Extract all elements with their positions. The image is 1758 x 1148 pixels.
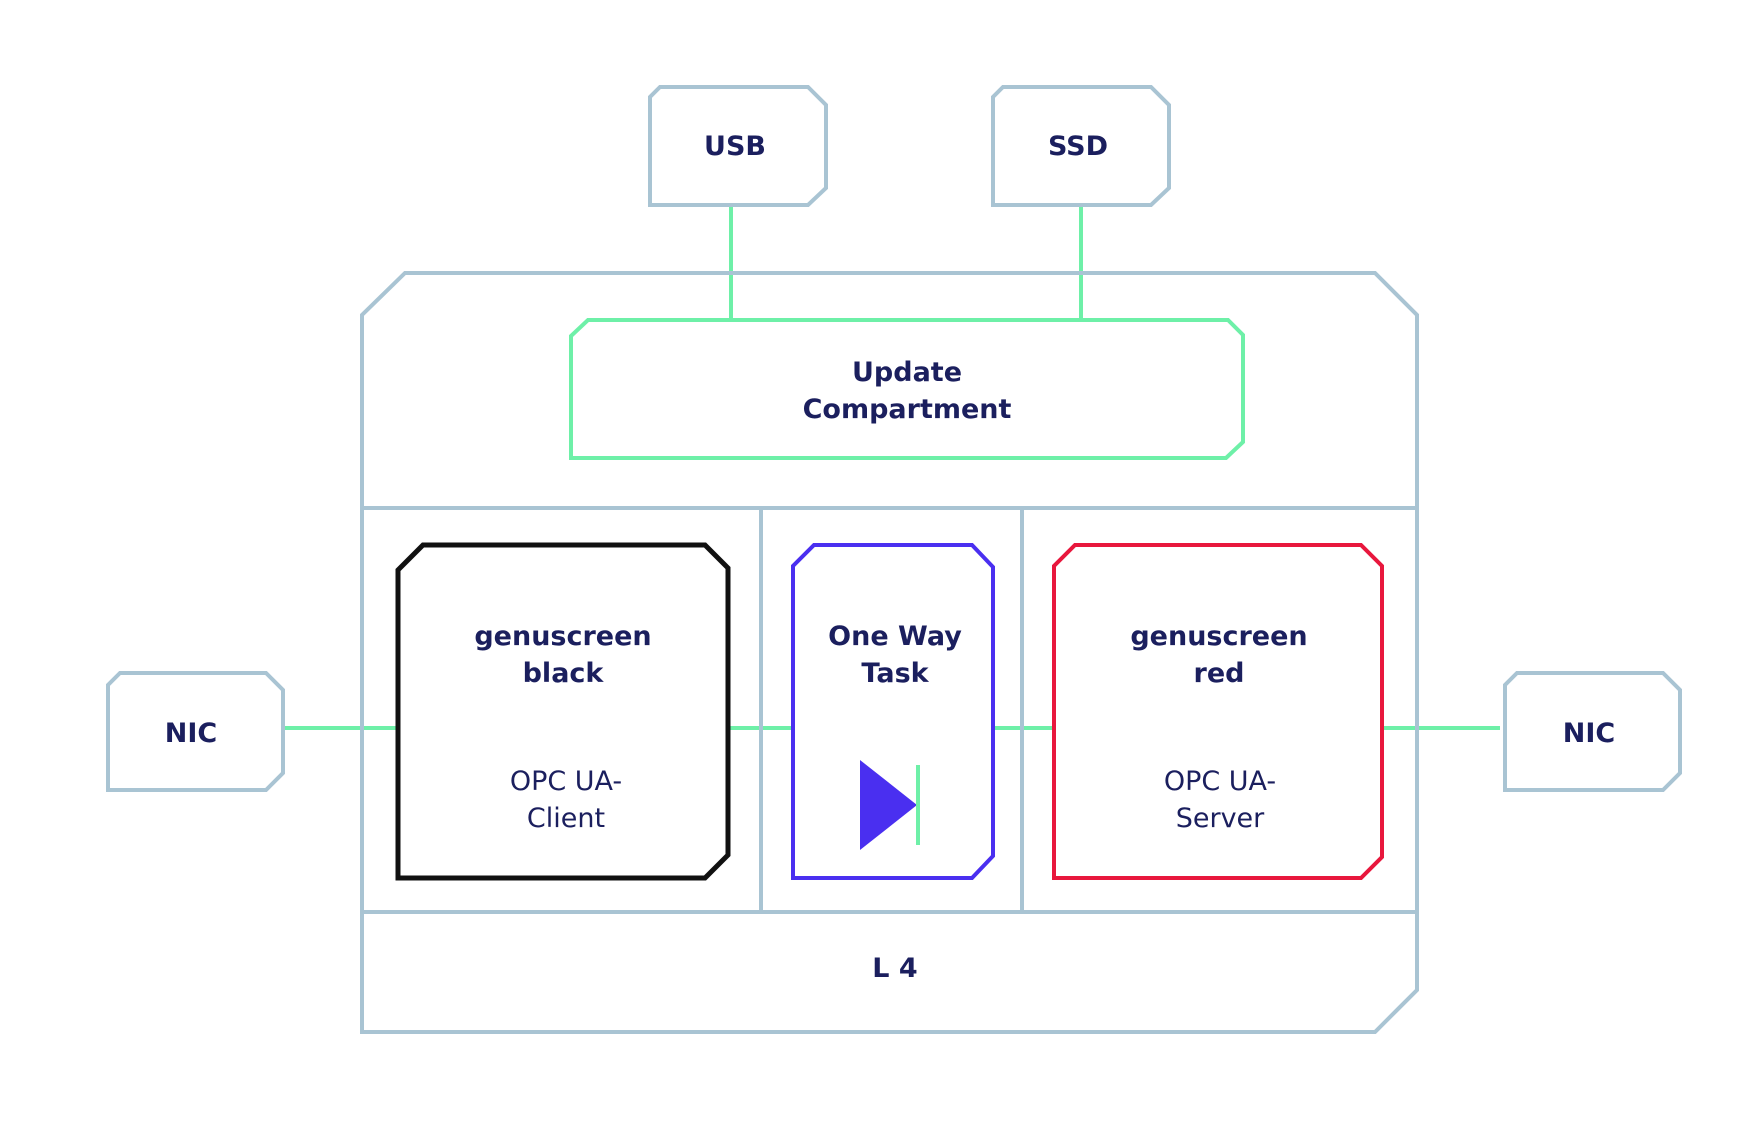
genuscreen-black-title-line2: black [523,658,605,689]
ssd-box-border [991,85,1171,207]
usb-box-border [648,85,828,207]
genuscreen-black-title-line1: genuscreen [474,621,651,652]
genuscreen-black-subtitle-line1: OPC UA- [510,766,622,797]
nic-left-box-border [106,671,285,792]
genuscreen-red-border [1052,543,1384,880]
usb-box: USB [648,85,828,207]
kernel-label: L 4 [872,953,917,984]
nic-left-label: NIC [165,718,217,749]
nic-right-label: NIC [1563,718,1615,749]
one-way-task-title-line2: Task [861,658,929,689]
genuscreen-red-box: genuscreen red OPC UA- Server [1052,543,1384,880]
genuscreen-red-subtitle-line1: OPC UA- [1164,766,1276,797]
update-compartment-title-line1: Update [852,357,962,388]
one-way-task-box: One Way Task [791,543,995,880]
genuscreen-black-border [395,542,731,881]
genuscreen-red-title-line1: genuscreen [1130,621,1307,652]
genuscreen-red-subtitle-line2: Server [1176,803,1265,834]
one-way-task-title-line1: One Way [828,621,962,652]
data-diode-icon [860,760,920,850]
ssd-box: SSD [991,85,1171,207]
diode-triangle [860,760,917,850]
genuscreen-black-box: genuscreen black OPC UA- Client [395,542,731,881]
genuscreen-red-title-line2: red [1194,658,1245,689]
nic-left-box: NIC [106,671,285,792]
one-way-task-border [791,543,995,880]
genuscreen-black-subtitle-line2: Client [527,803,605,834]
update-compartment-border [569,318,1245,460]
system-frame [360,271,1419,1034]
update-compartment-title-line2: Compartment [803,394,1012,425]
system-outer-border [360,271,1419,1034]
nic-right-box: NIC [1503,671,1682,792]
ssd-label: SSD [1048,131,1108,162]
usb-label: USB [704,131,766,162]
nic-right-box-border [1503,671,1682,792]
update-compartment: Update Compartment [569,318,1245,460]
